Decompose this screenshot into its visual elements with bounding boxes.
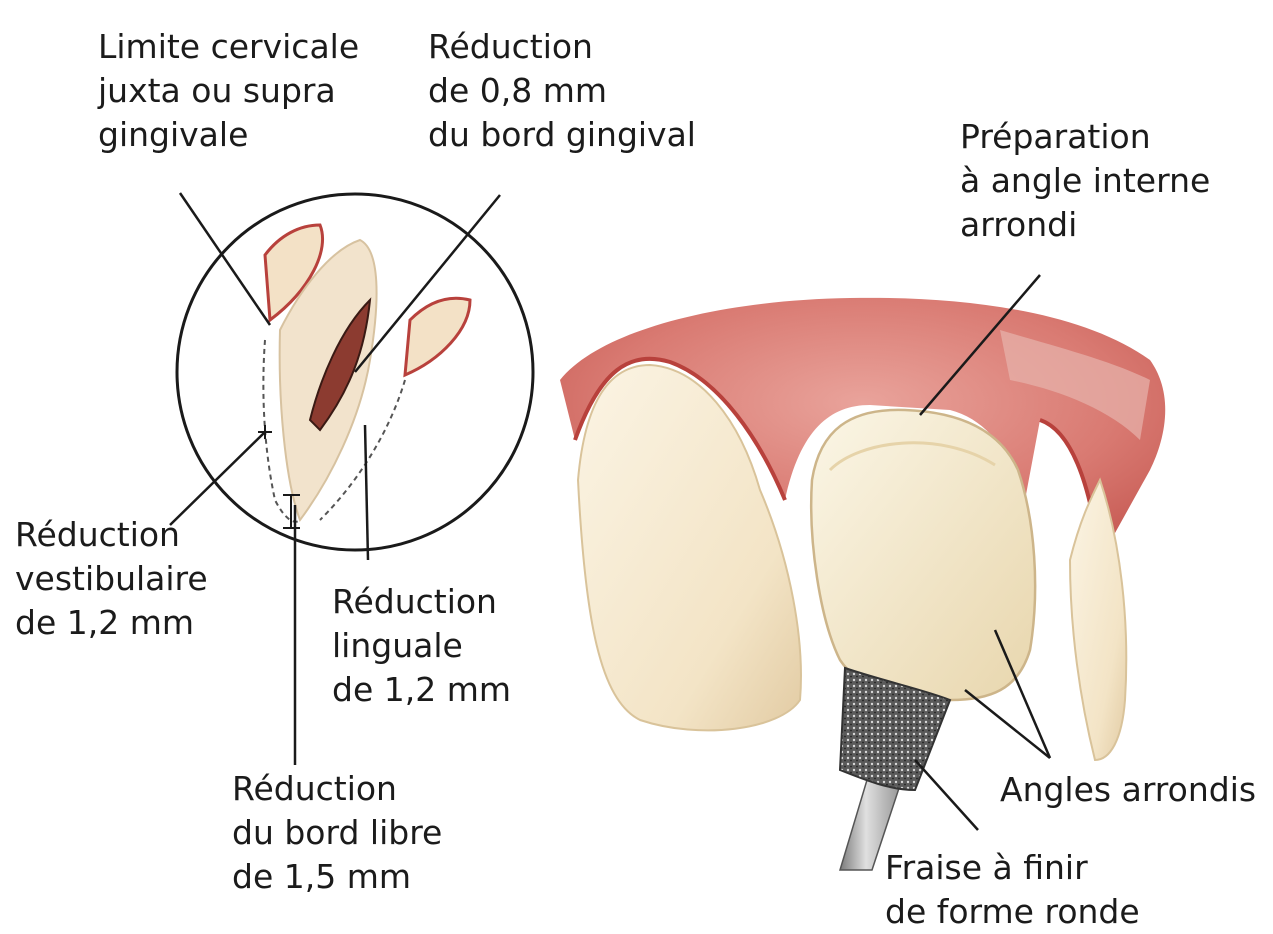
label-vestibular-reduction: Réduction vestibulaire de 1,2 mm <box>15 513 208 645</box>
label-line: Réduction <box>428 25 696 69</box>
finishing-bur <box>840 668 950 870</box>
label-line: Angles arrondis <box>1000 768 1256 812</box>
label-line: vestibulaire <box>15 557 208 601</box>
label-reduction-gingival: Réduction de 0,8 mm du bord gingival <box>428 25 696 157</box>
label-line: gingivale <box>98 113 359 157</box>
label-cervical-limit: Limite cervicale juxta ou supra gingival… <box>98 25 359 157</box>
label-free-edge-reduction: Réduction du bord libre de 1,5 mm <box>232 767 442 899</box>
label-line: à angle interne <box>960 159 1210 203</box>
label-line: Limite cervicale <box>98 25 359 69</box>
label-line: juxta ou supra <box>98 69 359 113</box>
prepared-tooth <box>811 410 1035 700</box>
label-line: de 1,2 mm <box>15 601 208 645</box>
label-line: de 1,5 mm <box>232 855 442 899</box>
leader-bur <box>915 760 978 830</box>
label-line: Fraise à finir <box>885 846 1140 890</box>
label-line: Réduction <box>332 580 511 624</box>
leader-angles-2 <box>965 690 1050 758</box>
label-preparation: Préparation à angle interne arrondi <box>960 115 1210 247</box>
label-line: Réduction <box>15 513 208 557</box>
label-rounded-angles: Angles arrondis <box>1000 768 1256 812</box>
label-line: Préparation <box>960 115 1210 159</box>
label-line: de 0,8 mm <box>428 69 696 113</box>
label-line: du bord libre <box>232 811 442 855</box>
label-finishing-bur: Fraise à finir de forme ronde <box>885 846 1140 934</box>
label-line: de forme ronde <box>885 890 1140 934</box>
label-line: Réduction <box>232 767 442 811</box>
label-lingual-reduction: Réduction linguale de 1,2 mm <box>332 580 511 712</box>
label-line: linguale <box>332 624 511 668</box>
label-line: du bord gingival <box>428 113 696 157</box>
label-line: arrondi <box>960 203 1210 247</box>
label-line: de 1,2 mm <box>332 668 511 712</box>
